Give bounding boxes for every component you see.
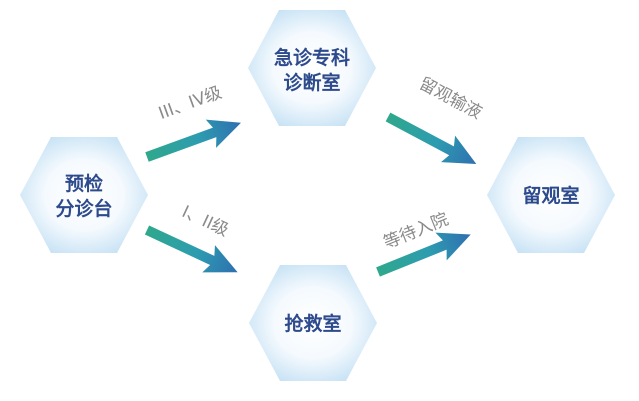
node-specialty-line2: 诊断室 xyxy=(283,71,340,94)
edge-label-triage-to-specialty: III、IV级 xyxy=(156,83,225,124)
edge-label-specialty-to-observation: 留观输液 xyxy=(416,74,485,124)
node-rescue: 抢救室 xyxy=(249,265,377,381)
node-specialty: 急诊专科 诊断室 xyxy=(248,10,376,126)
edge-triage-to-rescue: I、II级 xyxy=(140,202,244,286)
node-observation-label: 留观室 xyxy=(522,184,579,207)
edge-specialty-to-observation: 留观输液 xyxy=(380,74,485,178)
arrow-icon xyxy=(141,108,247,172)
node-observation: 留观室 xyxy=(487,137,615,253)
node-triage-line2: 分诊台 xyxy=(55,197,112,220)
edge-triage-to-specialty: III、IV级 xyxy=(141,83,247,172)
node-triage: 预检 分诊台 xyxy=(20,137,148,253)
edge-label-triage-to-rescue: I、II级 xyxy=(179,202,232,241)
node-rescue-label: 抢救室 xyxy=(284,312,341,335)
edge-rescue-to-observation: 等待入院 xyxy=(372,209,477,286)
node-triage-line1: 预检 xyxy=(65,172,103,195)
node-specialty-line1: 急诊专科 xyxy=(274,46,350,69)
